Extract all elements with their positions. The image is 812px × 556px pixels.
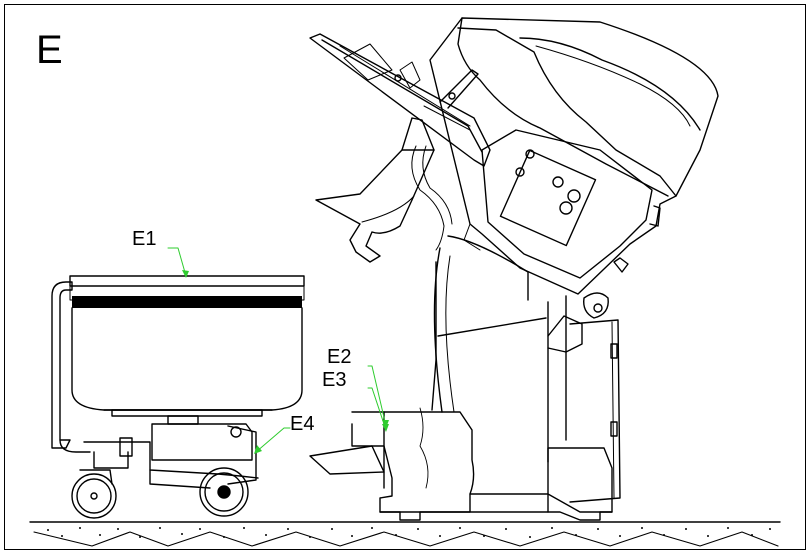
leader-e3: [367, 387, 387, 431]
drawing-frame: [4, 4, 806, 550]
callout-e1-label: E1: [132, 228, 157, 250]
section-letter: E: [36, 28, 63, 72]
leader-e4: [255, 427, 291, 453]
callout-e2-label: E2: [327, 346, 352, 368]
floor-section: [29, 521, 781, 547]
mixer-head: [429, 17, 719, 319]
callout-leaders: [167, 247, 387, 453]
splash-guard: [309, 33, 491, 263]
bowl-trolley: [51, 275, 305, 519]
callout-e3-label: E3: [322, 369, 347, 391]
leader-e2: [367, 365, 387, 427]
callout-e4-label: E4: [290, 413, 315, 435]
leader-arrowheads: [182, 270, 389, 454]
leader-e1: [167, 247, 187, 277]
mixer-base: [309, 235, 621, 521]
